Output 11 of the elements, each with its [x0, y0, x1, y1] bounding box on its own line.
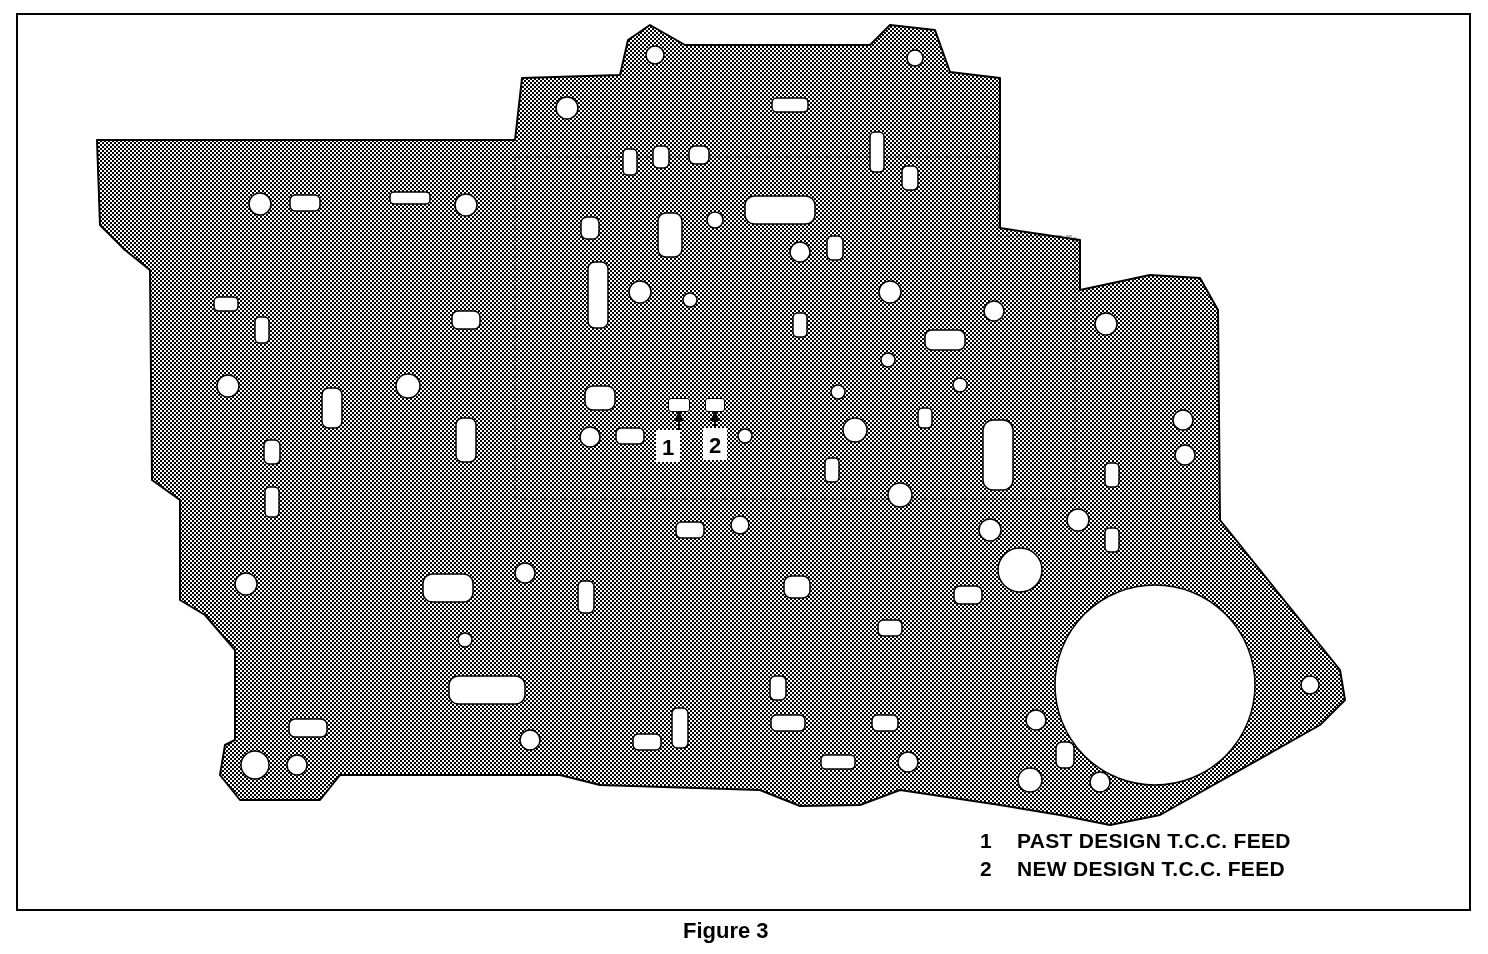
port-hole: [705, 398, 725, 412]
leader-arrow: [674, 411, 684, 431]
legend-number: 1: [980, 829, 992, 853]
callout-number: 2: [703, 428, 727, 460]
legend-number: 2: [980, 857, 992, 881]
callout-number: 1: [656, 430, 680, 462]
leader-arrow: [710, 411, 720, 429]
port-hole: [668, 398, 690, 412]
figure-caption: Figure 3: [683, 918, 769, 944]
legend-text: PAST DESIGN T.C.C. FEED: [1017, 829, 1291, 853]
legend-text: NEW DESIGN T.C.C. FEED: [1017, 857, 1285, 881]
